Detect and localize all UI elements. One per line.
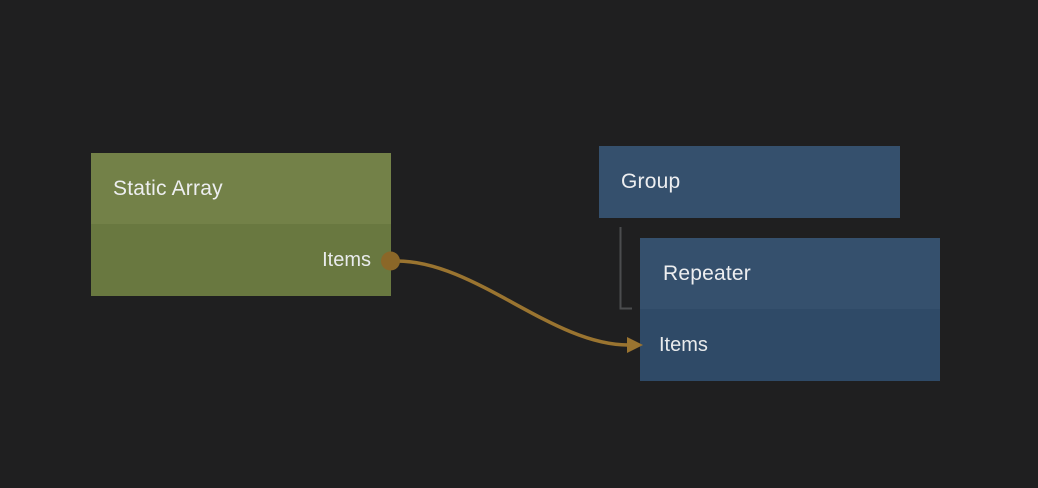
node-static-array-header[interactable]: Static Array bbox=[91, 153, 391, 224]
node-static-array-body: Items bbox=[91, 224, 391, 296]
port-row-repeater-items[interactable]: Items bbox=[640, 309, 940, 381]
node-group[interactable]: Group bbox=[599, 146, 900, 218]
output-port-label-items: Items bbox=[322, 248, 371, 271]
input-port-label-items: Items bbox=[659, 333, 708, 356]
node-repeater[interactable]: Repeater Items bbox=[640, 238, 940, 381]
connection-wire[interactable] bbox=[395, 259, 630, 347]
node-repeater-header[interactable]: Repeater bbox=[640, 238, 940, 309]
node-static-array-title: Static Array bbox=[113, 176, 223, 200]
node-static-array[interactable]: Static Array Items bbox=[91, 153, 391, 296]
node-group-title: Group bbox=[621, 170, 681, 193]
port-row-static-array-items[interactable]: Items bbox=[91, 224, 391, 296]
node-repeater-body: Items bbox=[640, 309, 940, 381]
node-group-header[interactable]: Group bbox=[599, 146, 900, 218]
node-repeater-title: Repeater bbox=[663, 261, 751, 285]
group-child-connector-line bbox=[619, 227, 632, 310]
